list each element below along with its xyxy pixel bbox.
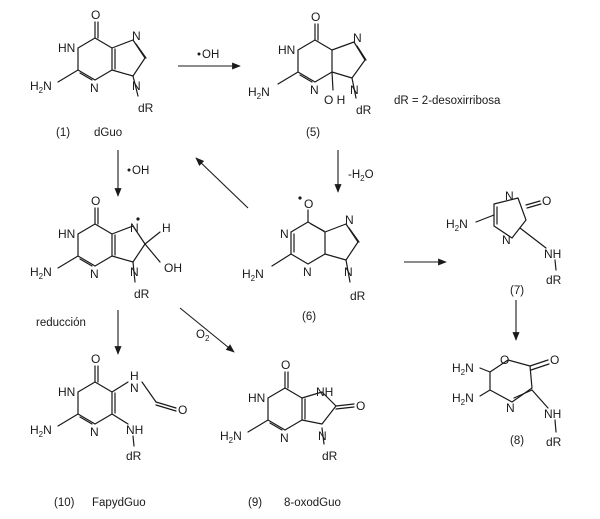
c1-amino: H2N — [30, 79, 52, 95]
c5-n3: N — [310, 83, 319, 97]
c8-carbonyl-o: O — [550, 353, 559, 367]
c8-n: N — [506, 401, 515, 415]
c9-amino: H2N — [220, 429, 242, 445]
compound-7: N O N NH H2N dR — [446, 189, 562, 287]
c7-amino: H2N — [446, 217, 468, 233]
compound-9: O HN N NH O N H2N dR — [220, 358, 365, 463]
label-1-name: dGuo — [94, 127, 122, 139]
c9-c6-o: O — [281, 358, 290, 372]
reagent-oh-top: OH — [202, 49, 219, 61]
arrow-adduct-to-9 — [179, 307, 235, 353]
arrow-6-to-1 — [195, 157, 249, 209]
adduct-n7: N — [130, 221, 139, 235]
c8-amino-top: H2N — [452, 361, 474, 377]
c7-n1: N — [505, 189, 514, 203]
adduct-dr: dR — [134, 287, 150, 301]
c10-formamido-n: N — [130, 381, 139, 395]
c10-n1h: HN — [58, 385, 75, 399]
c10-formyl-o: O — [178, 403, 187, 417]
label-10-number: (10) — [54, 497, 75, 509]
c6-n3: N — [303, 265, 312, 279]
c8-oh-adduct-radical: O HN N N N H OH H2N dR — [30, 194, 182, 301]
c1-carbonyl-o: O — [91, 8, 100, 22]
label-9-name: 8-oxodGuo — [284, 497, 341, 509]
c9-n3: N — [280, 431, 289, 445]
label-6-number: (6) — [302, 311, 316, 323]
c5-dr: dR — [356, 103, 372, 117]
label-7-number: (7) — [510, 285, 524, 297]
reagent-oh-left: OH — [132, 165, 149, 177]
c10-nh: NH — [126, 423, 143, 437]
label-5-number: (5) — [306, 127, 320, 139]
c7-n3: N — [502, 233, 511, 247]
c6-n9: N — [344, 265, 353, 279]
c1-n9: N — [132, 79, 141, 93]
adduct-oh: OH — [164, 261, 182, 275]
c6-amino: H2N — [242, 267, 264, 283]
c6-dr: dR — [350, 289, 366, 303]
compound-1: O HN N N N H2N dR — [30, 8, 154, 115]
compound-10: O HN N H N O NH H2N dR — [30, 352, 187, 463]
reagent-reduction: reducción — [36, 317, 86, 329]
adduct-carbonyl-o: O — [91, 194, 100, 208]
c1-dr: dR — [138, 101, 154, 115]
c8-dr: dR — [546, 435, 562, 449]
c5-amino: H2N — [248, 85, 270, 101]
c10-formamido-nh: H — [130, 369, 139, 383]
c8-nh: NH — [544, 407, 561, 421]
adduct-n9: N — [130, 265, 139, 279]
compound-5: O HN N N N O H H2N dR — [248, 10, 372, 117]
compound-8: O O N NH H2N H2N dR — [452, 353, 562, 449]
c7-dr: dR — [546, 273, 562, 287]
c6-n1: N — [280, 227, 289, 241]
c5-n1h: HN — [278, 43, 295, 57]
c7-nh: NH — [544, 247, 561, 261]
c6-n7: N — [345, 213, 354, 227]
c7-carbonyl-o: O — [542, 194, 551, 208]
legend-dr: dR = 2-desoxirribosa — [394, 95, 501, 107]
label-9-number: (9) — [248, 497, 262, 509]
c9-n9: N — [318, 429, 327, 443]
adduct-n1h: HN — [58, 227, 75, 241]
c10-amino: H2N — [30, 423, 52, 439]
c8-ring-o: O — [500, 353, 509, 367]
label-8-number: (8) — [510, 435, 524, 447]
c1-n7: N — [132, 29, 141, 43]
c10-carbonyl-o: O — [91, 352, 100, 366]
adduct-amino: H2N — [30, 265, 52, 281]
reagent-minus-water: -H2O — [348, 169, 374, 183]
c5-n9: N — [350, 83, 359, 97]
c9-c8-o: O — [356, 399, 365, 413]
c1-n1h: HN — [58, 41, 75, 55]
adduct-n3: N — [90, 267, 99, 281]
label-1-number: (1) — [56, 127, 70, 139]
c5-n7: N — [353, 31, 362, 45]
c10-n3: N — [90, 425, 99, 439]
reagent-oxygen: O2 — [196, 329, 210, 343]
c6-oxyl-o: O — [304, 197, 313, 211]
c9-dr: dR — [322, 449, 338, 463]
c5-hydroxyl: O H — [324, 93, 345, 107]
compound-6: O N N N N H2N dR — [242, 196, 366, 303]
c9-n7h: NH — [316, 385, 333, 399]
c5-carbonyl-o: O — [311, 10, 320, 24]
label-10-name: FapydGuo — [92, 497, 146, 509]
c8-amino-bottom: H2N — [452, 391, 474, 407]
c9-n1h: HN — [248, 391, 265, 405]
c1-n3: N — [90, 81, 99, 95]
adduct-h: H — [162, 221, 171, 235]
c10-dr: dR — [126, 449, 142, 463]
